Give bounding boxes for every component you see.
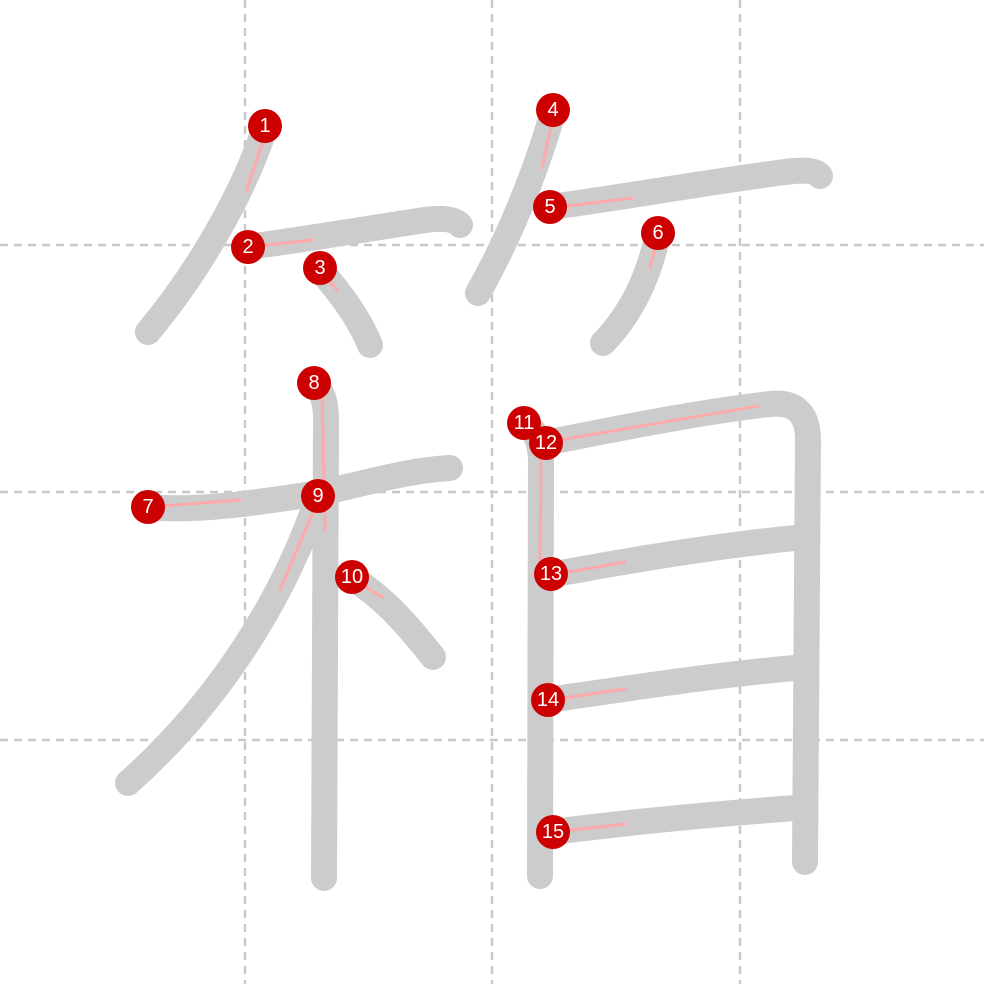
stroke-3-number: 3 xyxy=(314,257,325,279)
stroke-13-marker-badge xyxy=(534,557,568,591)
stroke-13-number: 13 xyxy=(540,563,562,585)
stroke-7-number: 7 xyxy=(142,496,153,518)
stroke-3-marker-badge xyxy=(303,251,337,285)
stroke-12-number: 12 xyxy=(535,432,557,454)
stroke-1-marker-badge xyxy=(248,109,282,143)
stroke-10-marker: 10 xyxy=(335,560,369,594)
stroke-8-marker: 8 xyxy=(297,366,331,400)
stroke-9 xyxy=(115,484,331,796)
stroke-number-markers: 1 2 3 4 5 6 7 8 xyxy=(131,93,675,849)
stroke-11-marker: 11 xyxy=(507,406,541,440)
stroke-8-marker-badge xyxy=(297,366,331,400)
stroke-15-marker-badge xyxy=(536,815,570,849)
stroke-2-marker: 2 xyxy=(231,230,265,264)
stroke-1-number: 1 xyxy=(259,115,270,137)
stroke-2-number: 2 xyxy=(242,236,253,258)
stroke-1-start-hint xyxy=(244,133,267,194)
stroke-1 xyxy=(135,114,278,345)
stroke-7-marker: 7 xyxy=(131,490,165,524)
stroke-9-number: 9 xyxy=(312,485,323,507)
stroke-6-number: 6 xyxy=(652,222,663,244)
stroke-4-marker: 4 xyxy=(536,93,570,127)
stroke-14-marker: 14 xyxy=(531,683,565,717)
stroke-9-start-hint xyxy=(278,498,320,592)
stroke-10 xyxy=(339,565,446,670)
stroke-5-marker: 5 xyxy=(533,190,567,224)
stroke-15-number: 15 xyxy=(542,821,564,843)
stroke-2-marker-badge xyxy=(231,230,265,264)
stroke-4 xyxy=(465,99,566,306)
stroke-9-marker: 9 xyxy=(301,479,335,513)
stroke-12 xyxy=(532,390,821,875)
stroke-4-marker-badge xyxy=(536,93,570,127)
stroke-7-start-hint xyxy=(148,498,242,509)
stroke-9-marker-badge xyxy=(301,479,335,513)
stroke-6-marker-badge xyxy=(641,216,675,250)
stroke-1-marker: 1 xyxy=(248,109,282,143)
stroke-11-number: 11 xyxy=(514,412,535,434)
stroke-10-marker-badge xyxy=(335,560,369,594)
stroke-7-marker-badge xyxy=(131,490,165,524)
stroke-4-number: 4 xyxy=(547,99,558,121)
stroke-14-number: 14 xyxy=(537,689,559,711)
stroke-8-number: 8 xyxy=(308,372,319,394)
stroke-5-marker-badge xyxy=(533,190,567,224)
stroke-5 xyxy=(537,157,833,220)
stroke-5-number: 5 xyxy=(544,196,555,218)
stroke-11-start-hint xyxy=(538,438,543,572)
stroke-12-marker: 12 xyxy=(529,426,563,460)
stroke-10-number: 10 xyxy=(341,566,363,588)
stroke-15-marker: 15 xyxy=(536,815,570,849)
stroke-13-marker: 13 xyxy=(534,557,568,591)
stroke-12-start-hint xyxy=(546,404,760,444)
stroke-14-marker-badge xyxy=(531,683,565,717)
stroke-11-marker-badge xyxy=(507,406,541,440)
stroke-6-marker: 6 xyxy=(641,216,675,250)
stroke-11 xyxy=(512,411,554,889)
stroke-6 xyxy=(590,221,671,356)
character-strokes xyxy=(115,99,833,891)
stroke-12-marker-badge xyxy=(529,426,563,460)
stroke-3-marker: 3 xyxy=(303,251,337,285)
